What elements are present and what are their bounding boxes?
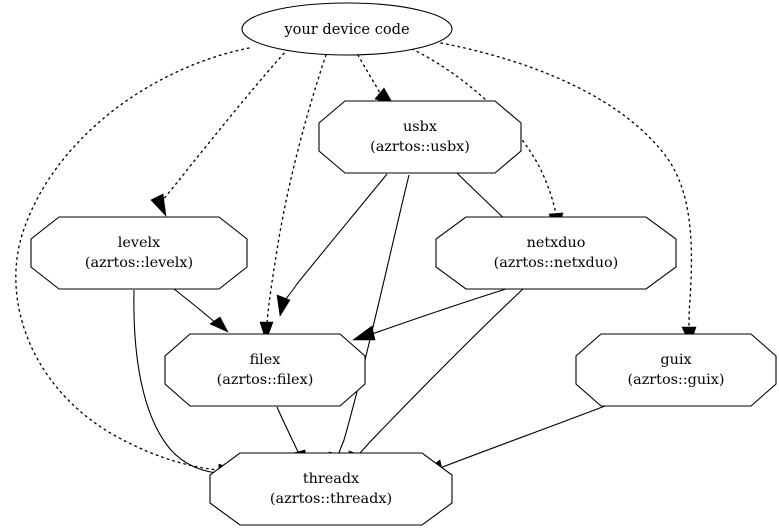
node-threadx[interactable]: threadx (azrtos::threadx): [209, 452, 453, 526]
node-filex[interactable]: filex (azrtos::filex): [164, 333, 366, 407]
node-guix[interactable]: guix (azrtos::guix): [575, 333, 777, 407]
node-netxduo-label-name: netxduo: [527, 235, 586, 251]
node-levelx-label-package: (azrtos::levelx): [85, 255, 193, 271]
node-guix-label-name: guix: [660, 352, 691, 368]
edge-netxduo-filex: [352, 288, 507, 341]
edge-device-filex: [259, 54, 327, 342]
node-filex-label-package: (azrtos::filex): [217, 372, 314, 388]
edge-device-levelx: [150, 48, 289, 217]
edge-usbx-filex: [276, 173, 388, 317]
node-device-code-label: your device code: [283, 21, 409, 38]
node-filex-label-name: filex: [250, 352, 281, 368]
node-threadx-label-package: (azrtos::threadx): [270, 491, 392, 507]
node-netxduo-label-package: (azrtos::netxduo): [494, 255, 619, 271]
node-levelx-label-name: levelx: [118, 235, 160, 251]
node-threadx-label-name: threadx: [303, 471, 359, 487]
node-usbx-label-package: (azrtos::usbx): [370, 139, 470, 155]
edge-device-usbx: [357, 54, 394, 105]
node-netxduo[interactable]: netxduo (azrtos::netxduo): [435, 216, 677, 290]
edge-guix-threadx: [419, 405, 606, 475]
node-device-code[interactable]: your device code: [241, 2, 453, 56]
node-usbx[interactable]: usbx (azrtos::usbx): [318, 100, 522, 174]
edge-usbx-threadx: [328, 174, 410, 475]
node-layer: your device code usbx (azrtos::usbx) lev…: [30, 2, 777, 526]
node-guix-label-package: (azrtos::guix): [628, 372, 725, 388]
node-levelx[interactable]: levelx (azrtos::levelx): [30, 216, 248, 290]
node-usbx-label-name: usbx: [403, 119, 437, 135]
edge-levelx-filex: [173, 288, 229, 333]
